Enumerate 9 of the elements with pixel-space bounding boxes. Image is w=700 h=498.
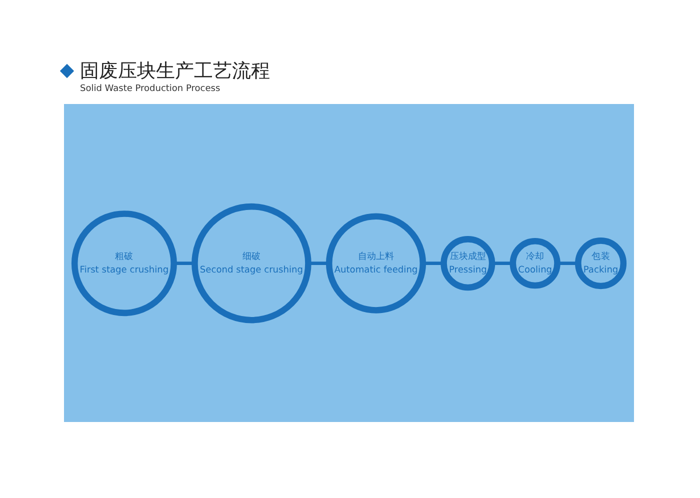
title: 固废压块生产工艺流程 (80, 59, 270, 84)
node-circle (326, 212, 426, 314)
node-circle (192, 203, 312, 323)
node-circle (71, 210, 177, 316)
node-circle (575, 237, 627, 289)
node-circle (440, 236, 496, 290)
subtitle: Solid Waste Production Process (80, 84, 222, 94)
node-circle (510, 238, 560, 288)
panel-background: 粗破 First stage crushing 细破 Second stage crushing 自动上料 Automatic feeding 压块成型 Pressing 冷却 Cooling 包装 Packing (64, 104, 634, 422)
